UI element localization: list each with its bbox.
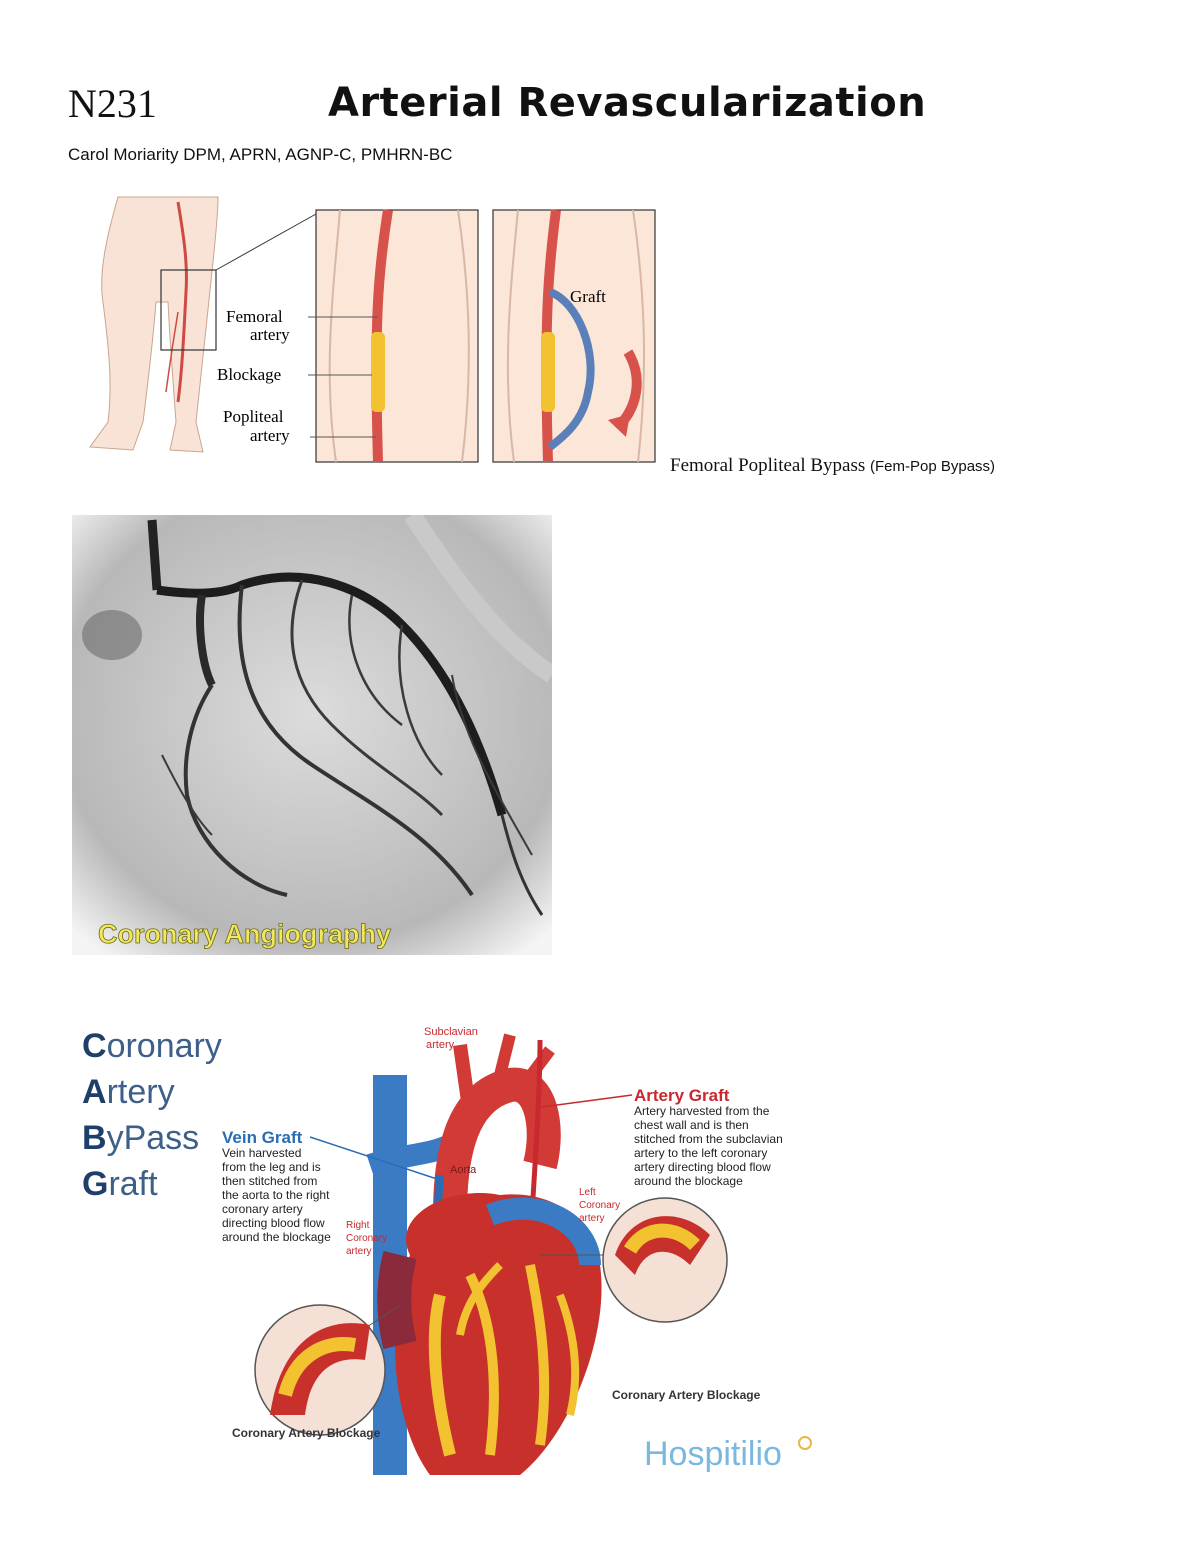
label-right-coronary-1: Right [346,1220,370,1231]
stethoscope-icon [798,1436,812,1450]
acronym-line-1: Coronary [82,1027,222,1065]
vein-graft-line-6: directing blood flow [222,1216,325,1230]
label-popliteal-1: Popliteal [223,407,284,426]
acronym-line-4: Graft [82,1165,158,1203]
artery-graft-line-4: artery to the left coronary [634,1146,767,1160]
catheter [147,519,162,591]
artery-graft-line-2: chest wall and is then [634,1118,749,1132]
label-left-coronary-3: artery [579,1213,605,1224]
artery-graft-line-3: stitched from the subclavian [634,1132,783,1146]
author-line: Carol Moriarity DPM, APRN, AGNP-C, PMHRN… [68,145,453,164]
label-right-coronary-3: artery [346,1246,372,1257]
aorta-shape [433,1067,561,1216]
artery-graft-line-6: around the blockage [634,1174,743,1188]
page-title: Arterial Revascularization [328,80,927,126]
label-left-coronary-2: Coronary [579,1200,620,1211]
vein-graft-line-2: from the leg and is [222,1160,321,1174]
fem-pop-illustration: Femoral artery Blockage Popliteal artery… [89,196,656,463]
blockage-shape [371,332,385,412]
zoom-box [160,269,217,351]
graft-shape [547,288,595,451]
angiography-caption: Coronary Angiography [98,919,391,949]
label-graft: Graft [570,287,606,306]
vein-graft-line-3: then stitched from [222,1174,317,1188]
panel-before [315,209,479,463]
brand-logo: Hospitilio [644,1435,782,1473]
caption-small: (Fem-Pop Bypass) [870,458,996,475]
vein-graft-line-5: coronary artery [222,1202,303,1216]
acronym-line-2: Artery [82,1073,175,1111]
vein-graft-line-4: the aorta to the right [222,1188,330,1202]
blockage-label-left: Coronary Artery Blockage [232,1426,381,1440]
artery-graft-line-1: Artery harvested from the [634,1104,770,1118]
main-vessel [156,572,507,817]
vein-graft-line-7: around the blockage [222,1230,331,1244]
course-code: N231 [68,81,157,126]
vein-graft-line-1: Vein harvested [222,1146,301,1160]
label-blockage: Blockage [217,365,281,384]
label-subclavian-1: Subclavian [424,1026,478,1038]
label-femoral-1: Femoral [226,307,283,326]
artery-graft-title: Artery Graft [634,1086,730,1105]
caption-main: Femoral Popliteal Bypass [670,455,866,476]
acronym-line-3: ByPass [82,1119,199,1157]
artery-graft-line-5: artery directing blood flow [634,1160,771,1174]
fem-pop-caption: Femoral Popliteal Bypass (Fem-Pop Bypass… [670,455,995,477]
label-left-coronary-1: Left [579,1187,596,1198]
blockage-label-right: Coronary Artery Blockage [612,1388,761,1402]
label-femoral-2: artery [250,325,290,344]
femoral-artery-shape [371,209,393,463]
leg-artery-small [176,201,188,403]
label-popliteal-2: artery [250,426,290,445]
label-aorta: Aorta [450,1164,477,1176]
label-right-coronary-2: Coronary [346,1233,387,1244]
label-subclavian-2: artery [426,1039,455,1051]
vein-graft-title: Vein Graft [222,1128,303,1147]
leg-silhouette [89,196,219,453]
angiography-image: Coronary Angiography [72,515,552,955]
heart-shape [395,1193,602,1475]
cabg-illustration: Coronary Artery ByPass Graft Vein Graft … [82,1026,812,1475]
